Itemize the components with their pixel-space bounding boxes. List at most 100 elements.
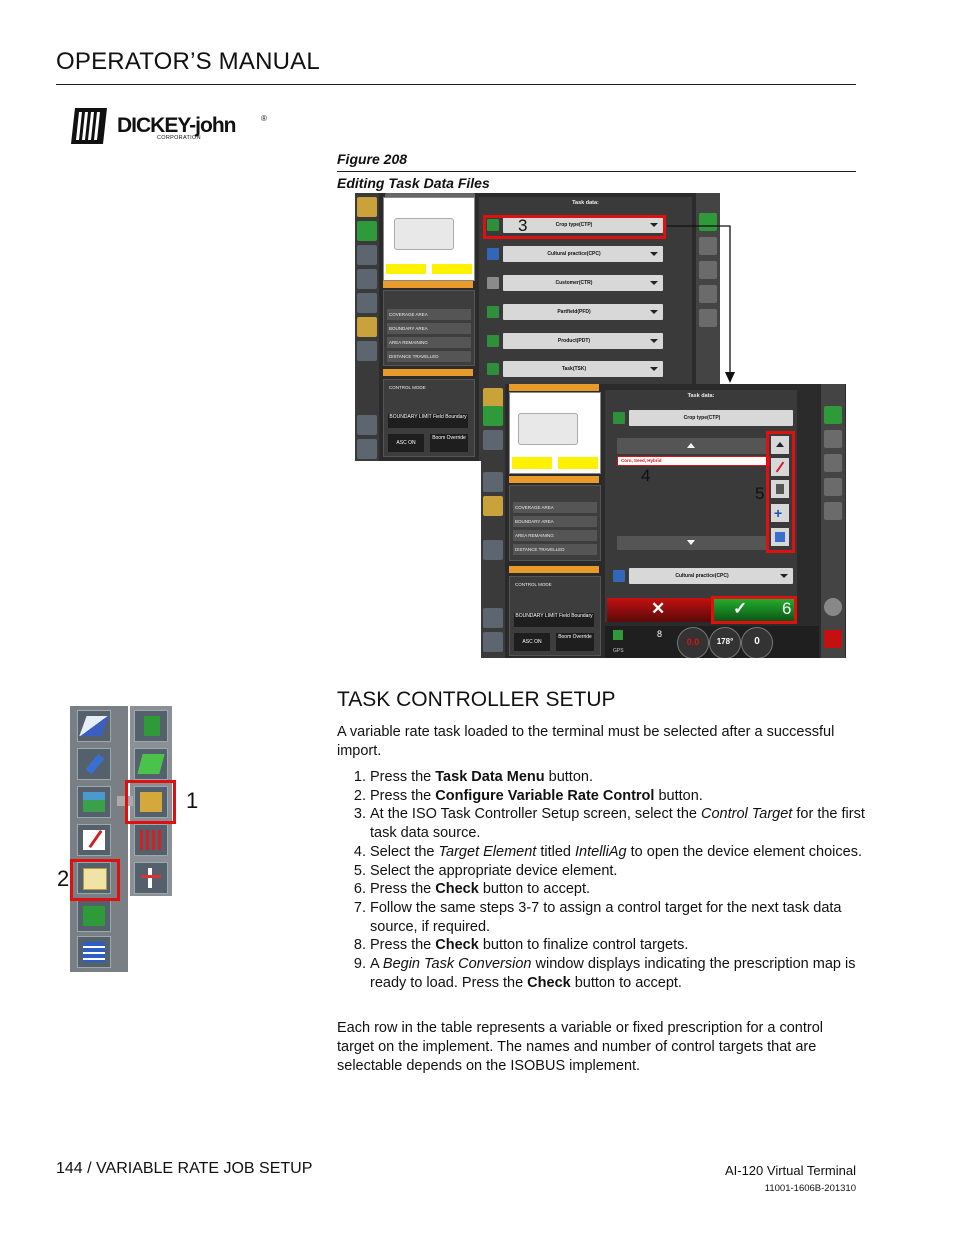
- customer-icon: [487, 277, 499, 289]
- ruler-icon[interactable]: [357, 317, 377, 337]
- phone-icon[interactable]: [483, 472, 503, 492]
- boundary-limit-button[interactable]: BOUNDARY LIMIT Field Boundary: [388, 414, 468, 428]
- task-data-menu-button[interactable]: [77, 862, 111, 894]
- edit-button[interactable]: [771, 458, 789, 476]
- variable-rate-icon: [140, 792, 162, 812]
- sections-button[interactable]: [134, 824, 168, 856]
- task-row-crop-type[interactable]: Crop type(CTP): [503, 217, 663, 233]
- job-status-bar: [383, 281, 473, 288]
- split-icon[interactable]: [699, 309, 717, 327]
- play-icon[interactable]: [357, 221, 377, 241]
- left-toolbar: [481, 384, 505, 658]
- summary-bar: [509, 476, 599, 483]
- task-data-title: Task data:: [572, 200, 599, 206]
- folder-icon[interactable]: [483, 388, 503, 408]
- eraser-button[interactable]: [77, 710, 111, 742]
- scroll-down-button[interactable]: [617, 536, 767, 550]
- step-text: Target Element: [438, 843, 537, 860]
- split-button[interactable]: [134, 862, 168, 894]
- right-toolbar: [821, 384, 845, 658]
- logo-wordmark: DICKEY-john: [117, 114, 236, 137]
- task-row-partfield[interactable]: Partfield(PFD): [503, 304, 663, 320]
- stats-panel: COVERAGE AREA BOUNDARY AREA AREA REMAINI…: [509, 485, 601, 561]
- accept-button[interactable]: ✓: [713, 598, 795, 622]
- wrench-icon[interactable]: [357, 439, 377, 459]
- home-icon[interactable]: [824, 598, 842, 616]
- film-icon[interactable]: [483, 540, 503, 560]
- rotate-icon[interactable]: [824, 454, 842, 472]
- green-plus-icon: [83, 906, 105, 926]
- boom-override-button[interactable]: Boom Override: [430, 434, 468, 452]
- setup-step: Press the Configure Variable Rate Contro…: [370, 787, 890, 806]
- yellow-bar: [512, 457, 552, 469]
- step-text: At the ISO Task Controller Setup screen,…: [370, 806, 701, 823]
- job-status-bar: [509, 384, 599, 391]
- field-button[interactable]: [77, 786, 111, 818]
- move-up-button[interactable]: [771, 436, 789, 454]
- trash-icon: [776, 484, 784, 494]
- task-data-icon: [83, 868, 107, 890]
- shape-icon[interactable]: [699, 237, 717, 255]
- logo-mark-icon: [71, 108, 107, 144]
- copy-button[interactable]: [771, 528, 789, 546]
- bars-icon[interactable]: [824, 478, 842, 496]
- figure-rule: [337, 171, 856, 172]
- configure-variable-rate-button[interactable]: [134, 786, 168, 818]
- list-button[interactable]: [77, 936, 111, 968]
- cancel-button[interactable]: ✕: [607, 598, 711, 622]
- usb-button[interactable]: [77, 748, 111, 780]
- add-button[interactable]: +: [771, 504, 789, 522]
- play-icon[interactable]: [483, 406, 503, 426]
- step-text: button to accept.: [570, 974, 682, 991]
- delete-button[interactable]: [771, 480, 789, 498]
- usb-icon[interactable]: [357, 245, 377, 265]
- green-field-button[interactable]: [134, 748, 168, 780]
- speed-value: 0.0: [686, 637, 700, 647]
- settings-bar: [509, 566, 599, 573]
- asc-on-button[interactable]: ASC ON: [514, 633, 550, 651]
- stat-boundary-area: BOUNDARY AREA: [513, 516, 597, 527]
- split-icon[interactable]: [824, 502, 842, 520]
- ruler-icon[interactable]: [483, 496, 503, 516]
- stat-distance-travelled: DISTANCE TRAVELLED: [387, 351, 471, 362]
- settings-bar: [383, 369, 473, 376]
- phone-icon[interactable]: [357, 293, 377, 313]
- task-row-task[interactable]: Task(TSK): [503, 361, 663, 377]
- book-icon[interactable]: [483, 608, 503, 628]
- task-row-crop-type[interactable]: Crop type(CTP): [629, 410, 793, 426]
- control-mode-label: CONTROL MODE: [389, 385, 426, 390]
- step-text: button to finalize control targets.: [478, 937, 689, 954]
- book-icon[interactable]: [357, 415, 377, 435]
- stop-icon[interactable]: [824, 630, 842, 648]
- asc-on-button[interactable]: ASC ON: [388, 434, 424, 452]
- shape-icon[interactable]: [824, 430, 842, 448]
- scroll-up-button[interactable]: [617, 438, 767, 454]
- setup-steps-list: Press the Task Data Menu button.Press th…: [337, 768, 890, 992]
- setup-step: Press the Check button to accept.: [370, 880, 890, 899]
- callout-5: 5: [755, 484, 765, 503]
- plus-icon: +: [774, 505, 783, 521]
- task-row-cultural-practice[interactable]: Cultural practice(CPC): [629, 568, 793, 584]
- boundary-limit-button[interactable]: BOUNDARY LIMIT Field Boundary: [514, 613, 594, 627]
- selected-list-item[interactable]: Corn, Seed, Hybrid: [617, 456, 770, 466]
- film-icon[interactable]: [357, 341, 377, 361]
- task-row-customer[interactable]: Customer(CTR): [503, 275, 663, 291]
- gps-label: GPS: [613, 648, 624, 654]
- tractor-view: [509, 392, 601, 474]
- footer-page-section: 144 / VARIABLE RATE JOB SETUP: [56, 1160, 313, 1177]
- edit-button[interactable]: [77, 824, 111, 856]
- step-text: Control Target: [700, 806, 793, 823]
- green-card-button[interactable]: [134, 710, 168, 742]
- task-row-cultural-practice[interactable]: Cultural practice(CPC): [503, 246, 663, 262]
- card-icon[interactable]: [824, 406, 842, 424]
- rotate-icon[interactable]: [699, 261, 717, 279]
- list-icon[interactable]: [357, 269, 377, 289]
- folder-icon[interactable]: [357, 197, 377, 217]
- wrench-icon[interactable]: [483, 632, 503, 652]
- usb-icon[interactable]: [483, 430, 503, 450]
- green-plus-button[interactable]: [77, 900, 111, 932]
- boom-override-button[interactable]: Boom Override: [556, 633, 594, 651]
- bars-icon[interactable]: [699, 285, 717, 303]
- footer-product: AI-120 Virtual Terminal: [724, 1163, 856, 1178]
- task-row-product[interactable]: Product(PDT): [503, 333, 663, 349]
